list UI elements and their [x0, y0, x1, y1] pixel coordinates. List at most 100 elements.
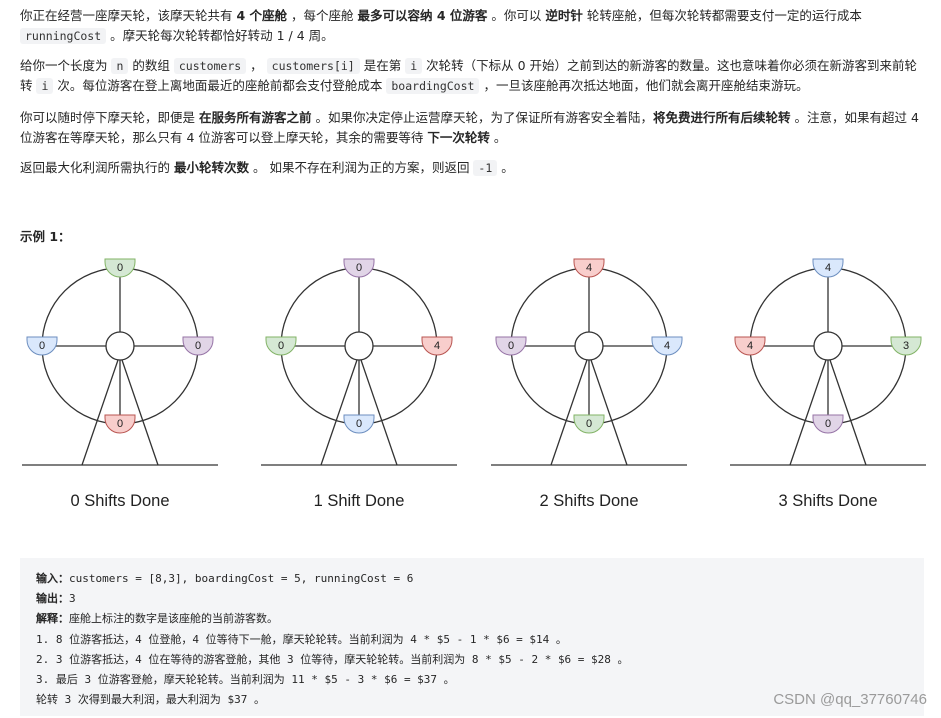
cabin-count: 4 — [825, 262, 831, 274]
bold-text: 最多可以容纳 4 位游客 — [357, 8, 488, 23]
input-value: customers = [8,3], boardingCost = 5, run… — [69, 572, 414, 585]
text-run: 。 — [497, 160, 514, 175]
cabin-right — [421, 336, 453, 356]
example-box: 输入：customers = [8,3], boardingCost = 5, … — [20, 558, 924, 716]
cabin-count: 4 — [747, 340, 753, 352]
text-run: 给你一个长度为 — [20, 58, 112, 73]
inline-code: -1 — [473, 160, 498, 176]
ferris-wheel-0: 0 0 0 0 0 Shifts Done — [22, 258, 218, 510]
inline-code: runningCost — [20, 28, 107, 44]
bold-text: 逆时针 — [545, 8, 583, 23]
cabin-count: 0 — [117, 418, 123, 430]
inline-code: n — [111, 58, 129, 74]
text-run: 次。每位游客在登上离地面最近的座舱前都会支付登舱成本 — [53, 78, 387, 93]
wheel-hub — [105, 331, 135, 361]
text-run: 你可以随时停下摩天轮，即便是 — [20, 110, 199, 125]
cabin-left — [265, 336, 297, 356]
text-run: 。 如果不存在利润为正的方案，则返回 — [249, 160, 474, 175]
text-run: 返回最大化利润所需执行的 — [20, 160, 174, 175]
cabin-count: 0 — [39, 340, 45, 352]
cabin-count: 3 — [903, 340, 909, 352]
text-run: 次轮转（下标从 0 开始）之前到达的新游客的数量。这也意味着你必须在新游客到来前… — [20, 58, 917, 93]
cabin-top — [573, 258, 605, 278]
wheel-caption: 1 Shift Done — [314, 492, 405, 510]
wheel-hub — [813, 331, 843, 361]
inline-code: boardingCost — [386, 78, 480, 94]
wheel-caption: 0 Shifts Done — [70, 492, 169, 510]
inline-code: i — [405, 58, 423, 74]
support-leg — [550, 359, 588, 466]
cabin-right — [182, 336, 214, 356]
bold-text: 下一次轮转 — [427, 130, 490, 145]
support-leg — [121, 359, 159, 466]
cabin-bottom — [104, 414, 136, 434]
paragraph-customers: 给你一个长度为 n 的数组 customers ， customers[i] 是… — [20, 56, 920, 96]
example-explain-line: 解释：座舱上标注的数字是该座舱的当前游客数。 — [36, 609, 908, 629]
output-label: 输出： — [36, 592, 69, 606]
cabin-right — [651, 336, 683, 356]
support-leg — [829, 359, 867, 466]
text-run: ，一旦该座舱再次抵达地面，他们就会离开座舱结束游玩。 — [479, 78, 809, 93]
explain-value: 座舱上标注的数字是该座舱的当前游客数。 — [69, 612, 278, 626]
cabin-count: 0 — [278, 340, 284, 352]
support-leg — [320, 359, 358, 466]
text-run: 你正在经营一座摩天轮，该摩天轮共有 — [20, 8, 237, 23]
wheel-hub — [574, 331, 604, 361]
cabin-count: 0 — [508, 340, 514, 352]
example-step-1: 1. 8 位游客抵达，4 位登舱，4 位等待下一舱，摩天轮轮转。当前利润为 4 … — [36, 632, 567, 646]
support-leg — [789, 359, 827, 466]
wheel-hub — [344, 331, 374, 361]
example-step-2: 2. 3 位游客抵达，4 位在等待的游客登舱，其他 3 位等待，摩天轮轮转。当前… — [36, 652, 629, 666]
cabin-bottom — [812, 414, 844, 434]
inline-code: customers — [173, 58, 247, 74]
wheel-caption: 2 Shifts Done — [539, 492, 638, 510]
cabin-count: 4 — [664, 340, 670, 352]
text-run: 。你可以 — [487, 8, 546, 23]
example-input-line: 输入：customers = [8,3], boardingCost = 5, … — [36, 569, 908, 589]
cabin-bottom — [343, 414, 375, 434]
support-leg — [590, 359, 628, 466]
cabin-count: 4 — [434, 340, 440, 352]
bold-text: 4 个座舱 — [236, 8, 288, 23]
cabin-bottom — [573, 414, 605, 434]
inline-code: customers[i] — [266, 58, 360, 74]
paragraph-intro: 你正在经营一座摩天轮，该摩天轮共有 4 个座舱 ，每个座舱 最多可以容纳 4 位… — [20, 6, 920, 46]
cabin-count: 0 — [356, 262, 362, 274]
bold-text: 最小轮转次数 — [173, 160, 249, 175]
support-leg — [81, 359, 119, 466]
cabin-count: 4 — [586, 262, 592, 274]
cabin-count: 0 — [586, 418, 592, 430]
cabin-count: 0 — [195, 340, 201, 352]
cabin-count: 0 — [117, 262, 123, 274]
text-run: 。摩天轮每次轮转都恰好转动 1 / 4 周。 — [106, 28, 334, 43]
cabin-left — [26, 336, 58, 356]
ferris-wheel-1: 0 0 4 0 1 Shift Done — [261, 258, 457, 510]
cabin-left — [495, 336, 527, 356]
text-run: 。注意，如果有超过 4 位游客在等摩天轮，那么只有 4 位游客可以登上摩天轮，其… — [20, 110, 919, 145]
cabin-top — [343, 258, 375, 278]
cabin-count: 0 — [825, 418, 831, 430]
text-run: 是在第 — [359, 58, 406, 73]
example-conclusion: 轮转 3 次得到最大利润，最大利润为 $37 。 — [36, 693, 265, 707]
cabin-right — [890, 336, 922, 356]
example-output-line: 输出：3 — [36, 589, 908, 609]
ferris-wheel-diagrams: 0 0 0 0 0 Shifts Done 0 0 4 0 1 Shift Done 4 0 4 0 2 S… — [22, 258, 926, 510]
example-title: 示例 1： — [20, 229, 71, 244]
cabin-top — [812, 258, 844, 278]
example-step-3: 3. 最后 3 位游客登舱，摩天轮轮转。当前利润为 11 * $5 - 3 * … — [36, 673, 455, 687]
bold-text: 将免费进行所有后续轮转 — [652, 110, 791, 125]
text-run: 轮转座舱，但每次轮转都需要支付一定的运行成本 — [582, 8, 862, 23]
text-run: 。如果你决定停止运营摩天轮，为了保证所有游客安全着陆， — [311, 110, 653, 125]
text-run: 。 — [489, 130, 507, 145]
explain-label: 解释： — [36, 612, 69, 626]
support-leg — [360, 359, 398, 466]
cabin-count: 0 — [356, 418, 362, 430]
text-run: 的数组 — [128, 58, 174, 73]
cabin-top — [104, 258, 136, 278]
cabin-left — [734, 336, 766, 356]
inline-code: i — [36, 78, 54, 94]
output-value: 3 — [69, 592, 76, 606]
text-run: ， — [246, 58, 267, 73]
bold-text: 在服务所有游客之前 — [198, 110, 312, 125]
